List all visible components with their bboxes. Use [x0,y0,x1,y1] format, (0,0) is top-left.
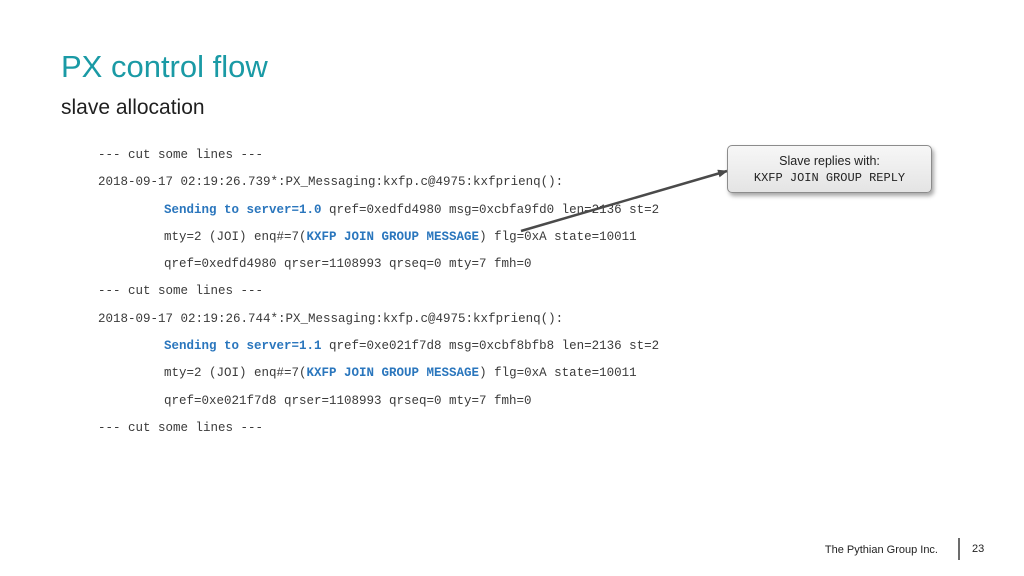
code-text: mty=2 (JOI) enq#=7( [164,366,307,381]
highlight-message: KXFP JOIN GROUP MESSAGE [306,366,480,381]
code-text: ) flg=0xA state=10011 [479,229,637,244]
code-line: qref=0xe021f7d8 qrser=1108993 qrseq=0 mt… [164,393,532,408]
page-number: 23 [972,543,985,555]
code-line: mty=2 (JOI) enq#=7(KXFP JOIN GROUP MESSA… [98,225,738,252]
code-line: Sending to server=1.0 qref=0xedfd4980 ms… [98,198,738,225]
highlight-message: KXFP JOIN GROUP MESSAGE [306,229,480,244]
code-text: qref=0xe021f7d8 msg=0xcbf8bfb8 len=2136 … [321,339,660,354]
footer-company: The Pythian Group Inc. [824,544,938,556]
code-line: 2018-09-17 02:19:26.744*:PX_Messaging:kx… [98,311,564,326]
code-line: --- cut some lines --- [98,148,264,162]
code-text: qref=0xedfd4980 msg=0xcbfa9fd0 len=2136 … [321,202,660,217]
code-line: --- cut some lines --- [98,284,264,299]
code-line: 2018-09-17 02:19:26.739*:PX_Messaging:kx… [98,175,564,190]
highlight-sending: Sending to server=1.1 [164,339,322,354]
code-text: mty=2 (JOI) enq#=7( [164,229,307,244]
trace-code-block: --- cut some lines --- 2018-09-17 02:19:… [98,143,738,443]
code-line: mty=2 (JOI) enq#=7(KXFP JOIN GROUP MESSA… [98,361,738,388]
slide-title: PX control flow [61,49,268,84]
code-line: --- cut some lines --- [98,420,264,435]
highlight-sending: Sending to server=1.0 [164,202,322,217]
footer-divider [958,538,960,560]
code-text: ) flg=0xA state=10011 [479,366,637,381]
callout-title: Slave replies with: [779,154,880,168]
code-line: qref=0xedfd4980 qrser=1108993 qrseq=0 mt… [164,257,532,272]
callout-code: KXFP JOIN GROUP REPLY [753,171,906,185]
code-line: Sending to server=1.1 qref=0xe021f7d8 ms… [98,334,738,361]
callout-box: Slave replies with: KXFP JOIN GROUP REPL… [727,145,932,193]
slide-subtitle: slave allocation [61,96,205,119]
